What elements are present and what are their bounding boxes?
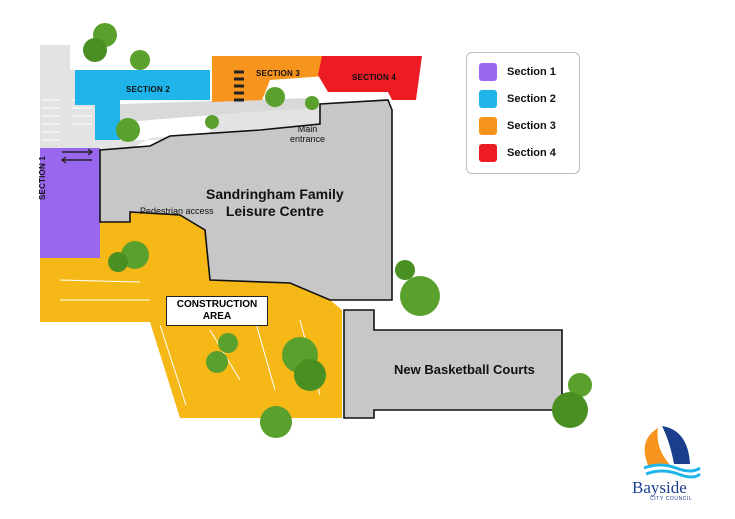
section-3-crossing [234,70,244,102]
logo-subtitle: CITY COUNCIL [650,496,693,502]
legend-swatch [479,117,497,135]
tree [205,115,219,129]
tree [395,260,415,280]
legend-swatch [479,90,497,108]
tree [265,87,285,107]
tree [305,96,319,110]
section-1-area [40,148,100,258]
tree [116,118,140,142]
tree [294,359,326,391]
legend-label: Section 3 [507,120,556,132]
construction-line2: AREA [202,311,232,322]
legend-item-section-2: Section 2 [479,90,556,108]
legend-label: Section 4 [507,147,556,159]
access-road [95,98,320,125]
construction-area-label: CONSTRUCTION AREA [166,296,268,326]
leisure-centre-building [99,99,393,301]
logo-name: Bayside [632,478,687,497]
main-entrance-label: Main entrance [290,124,325,144]
section-1-label: SECTION 1 [38,155,47,200]
main-entrance-line1: Main [297,124,318,134]
tree [260,406,292,438]
pedestrian-access-label: Pedestrian access [140,206,214,216]
tree [83,38,107,62]
legend-item-section-1: Section 1 [479,63,556,81]
tree [568,373,592,397]
section-4-label: SECTION 4 [352,73,397,82]
tree [130,50,150,70]
basketball-courts-label: New Basketball Courts [394,362,535,377]
leisure-centre-label: Sandringham Family Leisure Centre [206,186,344,220]
tree [400,276,440,316]
legend-swatch [479,144,497,162]
legend-label: Section 2 [507,93,556,105]
section-1-arrows [60,148,94,164]
main-entrance-line2: entrance [290,134,326,144]
tree [206,351,228,373]
legend-item-section-4: Section 4 [479,144,556,162]
construction-line1: CONSTRUCTION [176,299,258,310]
leisure-centre-line1: Sandringham Family [206,186,344,202]
leisure-centre-line2: Leisure Centre [225,203,324,219]
bayside-logo-icon [643,426,702,479]
legend-label: Section 1 [507,66,556,78]
section-4-area [318,56,422,100]
trees [83,23,592,438]
legend-item-section-3: Section 3 [479,117,556,135]
section-2-label: SECTION 2 [126,85,171,94]
section-3-label: SECTION 3 [256,69,301,78]
section-3-area [212,56,340,102]
tree [108,252,128,272]
map-legend: Section 1 Section 2 Section 3 Section 4 [466,52,580,174]
section-2-area [75,70,210,140]
tree [218,333,238,353]
tree [552,392,588,428]
legend-swatch [479,63,497,81]
